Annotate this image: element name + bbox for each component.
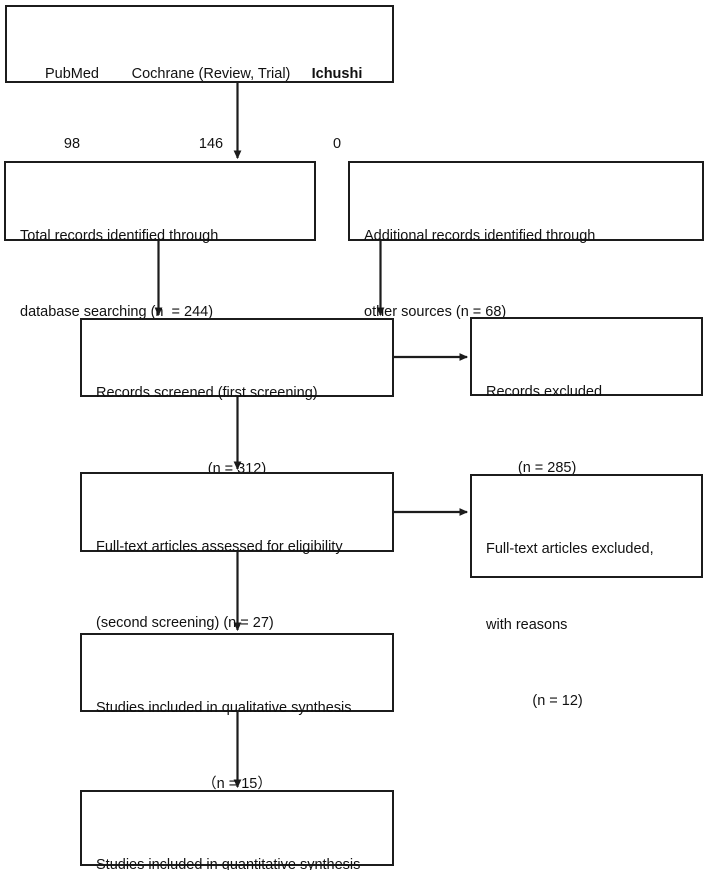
records-screened-line-1: Records screened (first screening): [96, 384, 318, 401]
box-fulltext-articles-assessed: Full-text articles assessed for eligibil…: [80, 472, 394, 631]
qualitative-line-2: （n = 15）: [202, 775, 272, 792]
box-records-excluded: Records excluded (n = 285): [470, 317, 703, 476]
total-records-line-2: database searching (n = 244): [20, 303, 214, 320]
box-additional-records-identified: Additional records identified through ot…: [348, 161, 704, 320]
box-total-records-identified: Total records identified through databas…: [4, 161, 316, 320]
total-records-line-1: Total records identified through: [20, 227, 219, 244]
source-name-ichushi: Ichushi: [311, 66, 363, 83]
source-column-cochrane: Cochrane (Review, Trial) 146: [111, 17, 311, 203]
box-quantitative-synthesis: Studies included in quantitative synthes…: [80, 790, 394, 870]
box-records-screened: Records screened (first screening) (n = …: [80, 318, 394, 477]
box-fulltext-articles-excluded: Full-text articles excluded, with reason…: [470, 474, 703, 709]
source-name-pubmed: PubMed: [44, 66, 99, 83]
box-qualitative-synthesis: Studies included in qualitative synthesi…: [80, 633, 394, 792]
source-column-pubmed: PubMed 98: [17, 17, 127, 203]
records-excluded-line-2: (n = 285): [517, 459, 577, 476]
quantitative-line-1: Studies included in quantitative synthes…: [96, 856, 361, 870]
fulltext-excluded-line-1: Full-text articles excluded,: [486, 540, 654, 557]
records-excluded-line-1: Records excluded: [486, 383, 603, 400]
fulltext-assessed-line-1: Full-text articles assessed for eligibil…: [96, 538, 343, 555]
fulltext-excluded-line-2: with reasons: [486, 616, 568, 633]
database-sources-box: PubMed 98 Cochrane (Review, Trial) 146 I…: [5, 5, 394, 152]
qualitative-line-1: Studies included in qualitative synthesi…: [96, 699, 352, 716]
source-count-ichushi: 0: [332, 135, 342, 152]
additional-records-line-2: other sources (n = 68): [364, 303, 507, 320]
source-column-ichushi: Ichushi 0: [291, 17, 383, 203]
source-count-pubmed: 98: [63, 135, 81, 152]
source-name-cochrane: Cochrane (Review, Trial): [131, 66, 291, 83]
fulltext-excluded-line-3: (n = 12): [532, 693, 583, 709]
fulltext-assessed-line-2: (second screening) (n = 27): [96, 614, 274, 631]
additional-records-line-1: Additional records identified through: [364, 227, 596, 244]
source-count-cochrane: 146: [198, 135, 224, 152]
